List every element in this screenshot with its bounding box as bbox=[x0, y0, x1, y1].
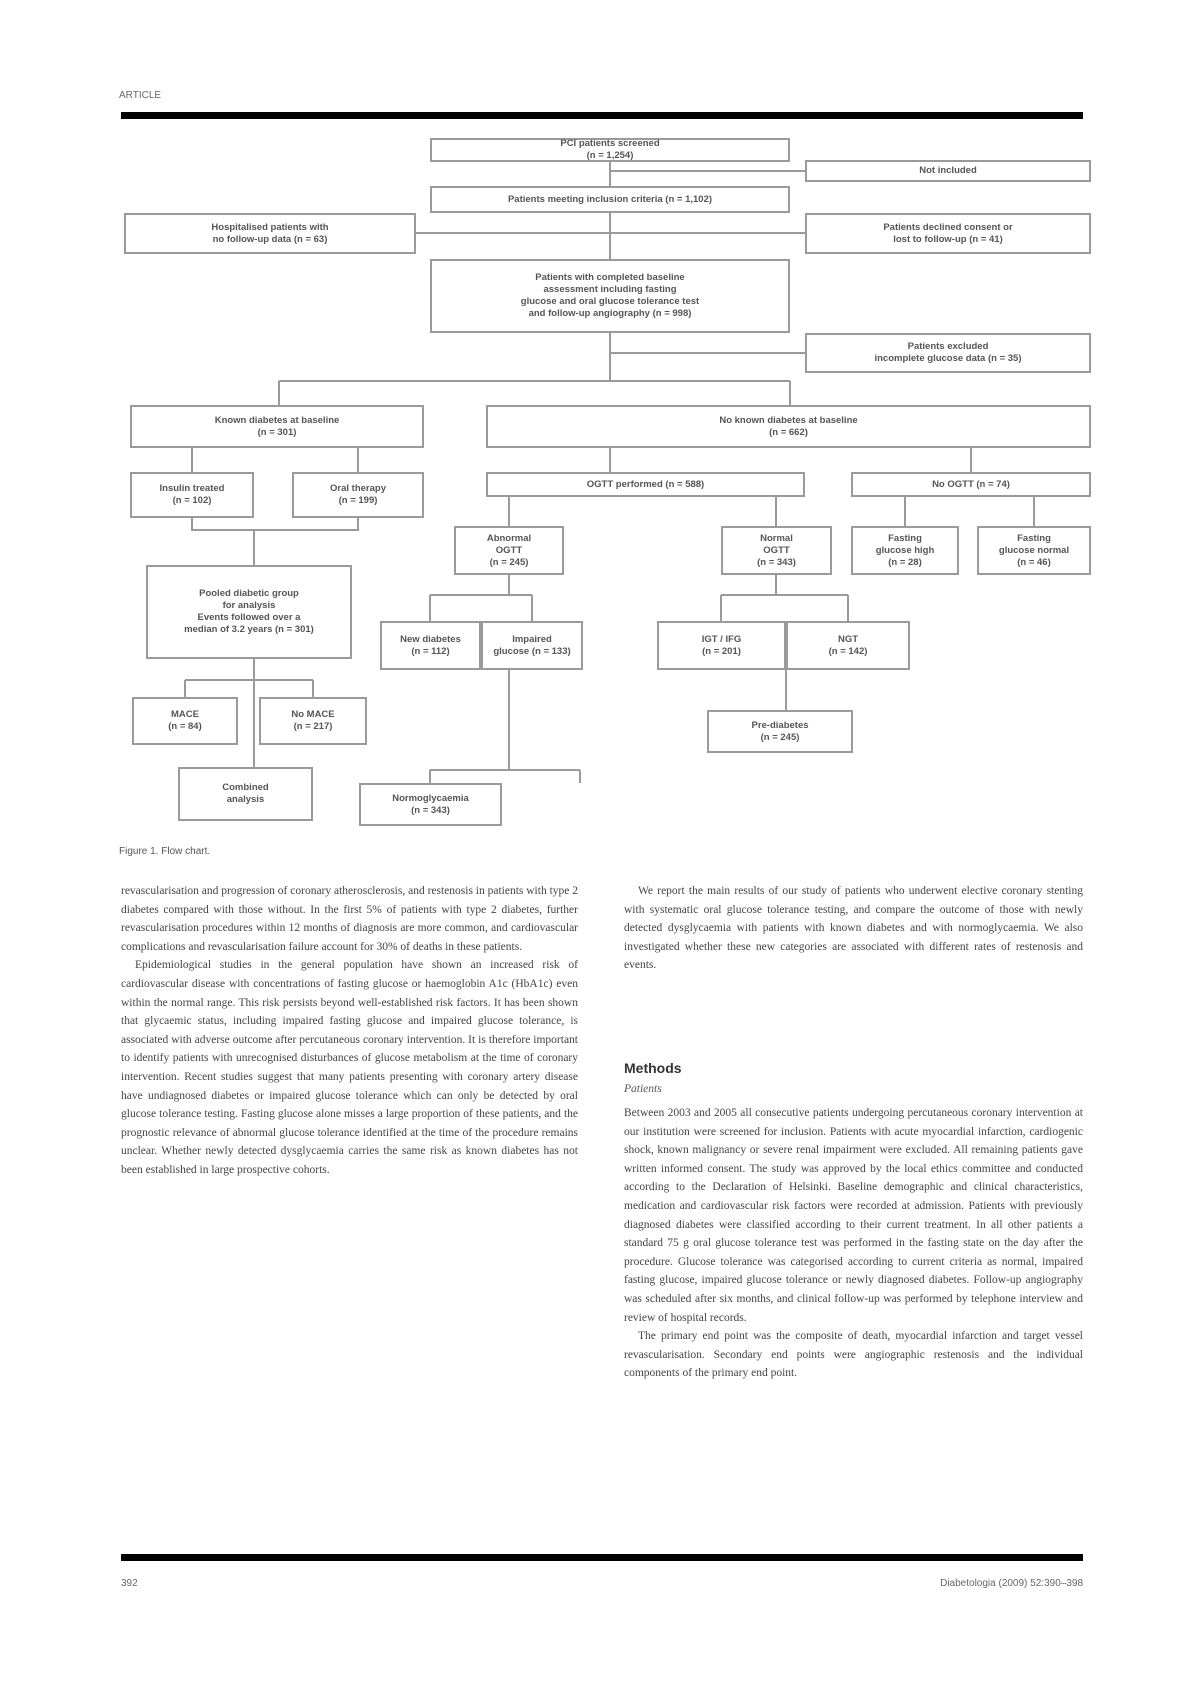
subsection-heading-patients: Patients bbox=[624, 1083, 662, 1095]
flow-box-prediabetes: Pre-diabetes (n = 245) bbox=[707, 710, 853, 753]
section-heading-methods: Methods bbox=[624, 1060, 682, 1076]
flow-box-ngt: NGT (n = 142) bbox=[786, 621, 910, 670]
running-head: ARTICLE bbox=[119, 90, 162, 101]
flow-box-abnormal-ogtt: Abnormal OGTT (n = 245) bbox=[454, 526, 564, 575]
flow-box-igt-ifg: IGT / IFG (n = 201) bbox=[657, 621, 786, 670]
bottom-rule bbox=[121, 1554, 1083, 1561]
flow-box-known-diabetes: Known diabetes at baseline (n = 301) bbox=[130, 405, 424, 448]
flow-box-baseline: Patients with completed baseline assessm… bbox=[430, 259, 790, 333]
flow-box-mace: MACE (n = 84) bbox=[132, 697, 238, 745]
flow-box-insulin: Insulin treated (n = 102) bbox=[130, 472, 254, 518]
flow-box-fasting-normal: Fasting glucose normal (n = 46) bbox=[977, 526, 1091, 575]
flow-box-no-known-diabetes: No known diabetes at baseline (n = 662) bbox=[486, 405, 1091, 448]
right-column-methods: Between 2003 and 2005 all consecutive pa… bbox=[624, 1104, 1083, 1544]
flow-box-oral: Oral therapy (n = 199) bbox=[292, 472, 424, 518]
page-number: 392 bbox=[121, 1578, 138, 1589]
paragraph: revascularisation and progression of cor… bbox=[121, 885, 578, 953]
flowchart-connectors bbox=[184, 162, 1035, 783]
figure-caption: Figure 1. Flow chart. bbox=[119, 846, 211, 857]
flow-box-no-ogtt: No OGTT (n = 74) bbox=[851, 472, 1091, 497]
flow-box-inclusion: Patients meeting inclusion criteria (n =… bbox=[430, 186, 790, 213]
flow-box-normal-ogtt: Normal OGTT (n = 343) bbox=[721, 526, 832, 575]
paragraph: Epidemiological studies in the general p… bbox=[121, 959, 578, 1176]
flow-box-not-included: Not included bbox=[805, 160, 1091, 182]
flow-box-new-diabetes: New diabetes (n = 112) bbox=[380, 621, 481, 670]
flow-box-declined: Patients declined consent or lost to fol… bbox=[805, 213, 1091, 254]
flow-box-impaired: Impaired glucose (n = 133) bbox=[481, 621, 583, 670]
flow-box-pooled-diabetic: Pooled diabetic group for analysis Event… bbox=[146, 565, 352, 659]
flow-box-combined: Combined analysis bbox=[178, 767, 313, 821]
flow-box-excluded: Patients excluded incomplete glucose dat… bbox=[805, 333, 1091, 373]
flow-box-normoglycaemia: Normoglycaemia (n = 343) bbox=[359, 783, 502, 826]
paragraph: The primary end point was the composite … bbox=[624, 1330, 1083, 1380]
flow-box-screened: PCI patients screened (n = 1,254) bbox=[430, 138, 790, 162]
flow-box-no-mace: No MACE (n = 217) bbox=[259, 697, 367, 745]
journal-reference: Diabetologia (2009) 52:390–398 bbox=[940, 1578, 1083, 1589]
left-column: revascularisation and progression of cor… bbox=[121, 882, 578, 1542]
paragraph: Between 2003 and 2005 all consecutive pa… bbox=[624, 1107, 1083, 1324]
flow-box-ogtt: OGTT performed (n = 588) bbox=[486, 472, 805, 497]
flow-box-no-followup: Hospitalised patients with no follow-up … bbox=[124, 213, 416, 254]
right-column-intro: We report the main results of our study … bbox=[624, 882, 1083, 1032]
paragraph: We report the main results of our study … bbox=[624, 885, 1083, 972]
flow-box-fasting-high: Fasting glucose high (n = 28) bbox=[851, 526, 959, 575]
top-rule bbox=[121, 112, 1083, 119]
